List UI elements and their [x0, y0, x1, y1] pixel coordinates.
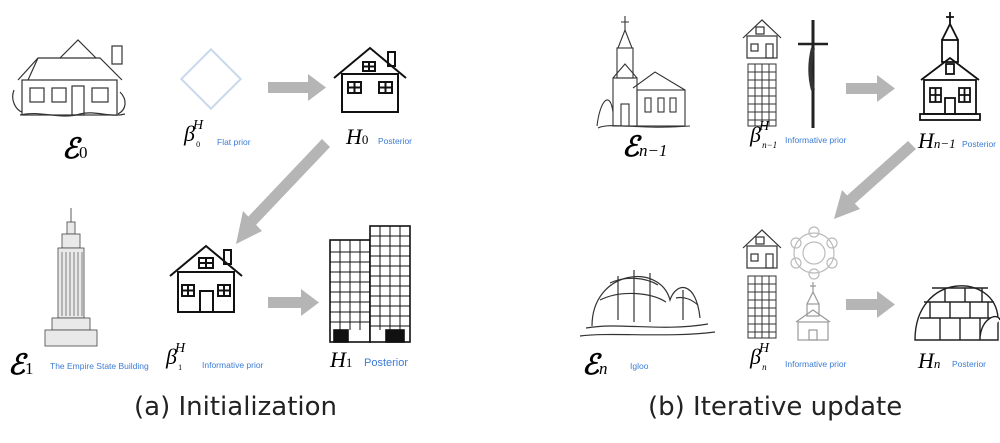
house-posterior-icon: [333, 46, 407, 113]
snowflake-icon: [790, 226, 838, 280]
empire-state-note: The Empire State Building: [50, 361, 149, 371]
hn-posterior-note: Posterior: [952, 359, 987, 369]
tall-building-icon: [747, 275, 777, 339]
panel-b-graphics: [579, 12, 1000, 341]
empire-state-building-icon: [44, 208, 98, 347]
h-n-label: Hn: [918, 348, 941, 373]
cottage-sketch-icon: [12, 39, 126, 117]
flat-prior-diamond-icon: [179, 47, 243, 111]
church-sketch-icon: [596, 16, 691, 129]
panel-initialization: ℰ0 βH0 Flat prior H0 Posterior ℰ1 The Em…: [8, 39, 413, 422]
h-1-label: H1: [330, 347, 353, 372]
faded-house-icon: [742, 229, 782, 269]
church-posterior-icon: [919, 12, 981, 121]
arrow-right-icon: [268, 74, 326, 101]
informative-prior-note: Informative prior: [785, 359, 847, 369]
panel-a-graphics: [12, 39, 411, 347]
arrow-diagonal-icon: [236, 139, 330, 244]
h0-posterior-note: Posterior: [378, 136, 413, 146]
arrow-diagonal-icon: [834, 141, 916, 219]
small-house-icon: [742, 19, 782, 59]
informative-prior-note: Informative prior: [202, 360, 264, 370]
h1-posterior-note: Posterior: [364, 357, 409, 369]
igloo-sketch-icon: [579, 270, 716, 337]
caption-iterative-update: (b) Iterative update: [648, 392, 903, 422]
informative-prior-note: Informative prior: [785, 135, 847, 145]
beta-0-label: βH0: [184, 118, 204, 149]
igloo-posterior-icon: [914, 285, 1000, 341]
crucifix-icon: [798, 20, 828, 128]
hn1-posterior-note: Posterior: [962, 139, 997, 149]
h-0-label: H0: [346, 124, 369, 149]
epsilon-1-label: ℰ1: [8, 348, 34, 381]
beta-n-label: βHn: [750, 341, 770, 372]
house-informative-prior-icon: [169, 244, 243, 313]
beta-n-minus-1-label: βHn−1: [750, 119, 778, 150]
caption-initialization: (a) Initialization: [134, 392, 338, 422]
epsilon-n-label: ℰn: [582, 348, 608, 381]
tall-building-icon: [747, 63, 777, 127]
arrow-right-icon: [846, 75, 895, 102]
panel-iterative-update: ℰn−1 βHn−1 Informative prior Hn−1 Poster…: [500, 0, 1000, 443]
skyscrapers-posterior-icon: [329, 225, 411, 343]
igloo-note: Igloo: [630, 361, 649, 371]
epsilon-0-label: ℰ0: [62, 132, 88, 165]
epsilon-n-minus-1-label: ℰn−1: [622, 130, 668, 163]
arrow-right-icon: [846, 291, 895, 318]
faded-church-icon: [795, 282, 831, 341]
arrow-right-icon: [268, 289, 319, 316]
h-n-minus-1-label: Hn−1: [918, 128, 956, 153]
beta-1-label: βH1: [166, 341, 186, 372]
flat-prior-note: Flat prior: [217, 137, 251, 147]
